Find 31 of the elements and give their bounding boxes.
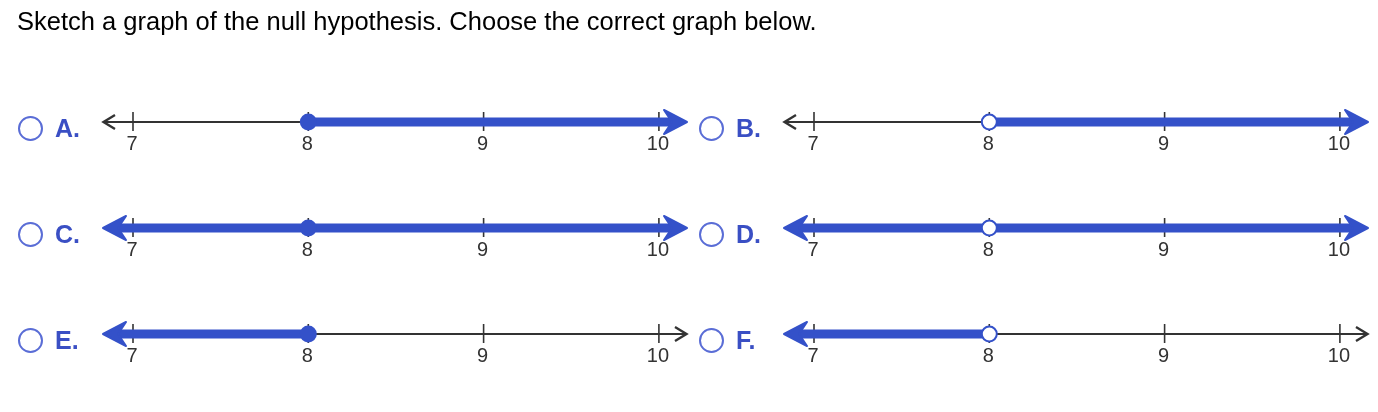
- tick-label: 7: [126, 345, 138, 365]
- tick-label: 8: [301, 133, 313, 153]
- tick-label: 10: [646, 345, 669, 365]
- option-letter: F.: [736, 326, 756, 354]
- option-letter: A.: [55, 114, 80, 142]
- option-letter: C.: [55, 220, 80, 248]
- option-letter: D.: [736, 220, 761, 248]
- tick-label: 9: [1158, 345, 1170, 365]
- tick-label: 7: [807, 239, 819, 259]
- tick-label: 9: [1158, 239, 1170, 259]
- tick-label: 8: [301, 239, 313, 259]
- tick-label: 7: [126, 133, 138, 153]
- tick-label: 8: [982, 345, 994, 365]
- tick-label: 7: [126, 239, 138, 259]
- question-text: Sketch a graph of the null hypothesis. Choose the correct graph below.: [17, 6, 817, 36]
- tick-label: 9: [477, 345, 489, 365]
- tick-label: 10: [1327, 239, 1350, 259]
- tick-label: 9: [1158, 133, 1170, 153]
- option-letter: B.: [736, 114, 761, 142]
- tick-label: 10: [646, 133, 669, 153]
- tick-label: 8: [982, 239, 994, 259]
- tick-label: 7: [807, 345, 819, 365]
- tick-label: 10: [646, 239, 669, 259]
- tick-label: 8: [982, 133, 994, 153]
- tick-label: 10: [1327, 345, 1350, 365]
- option-letter: E.: [55, 326, 79, 354]
- tick-label: 10: [1327, 133, 1350, 153]
- tick-label: 7: [807, 133, 819, 153]
- tick-label: 9: [477, 239, 489, 259]
- tick-label: 8: [301, 345, 313, 365]
- tick-label: 9: [477, 133, 489, 153]
